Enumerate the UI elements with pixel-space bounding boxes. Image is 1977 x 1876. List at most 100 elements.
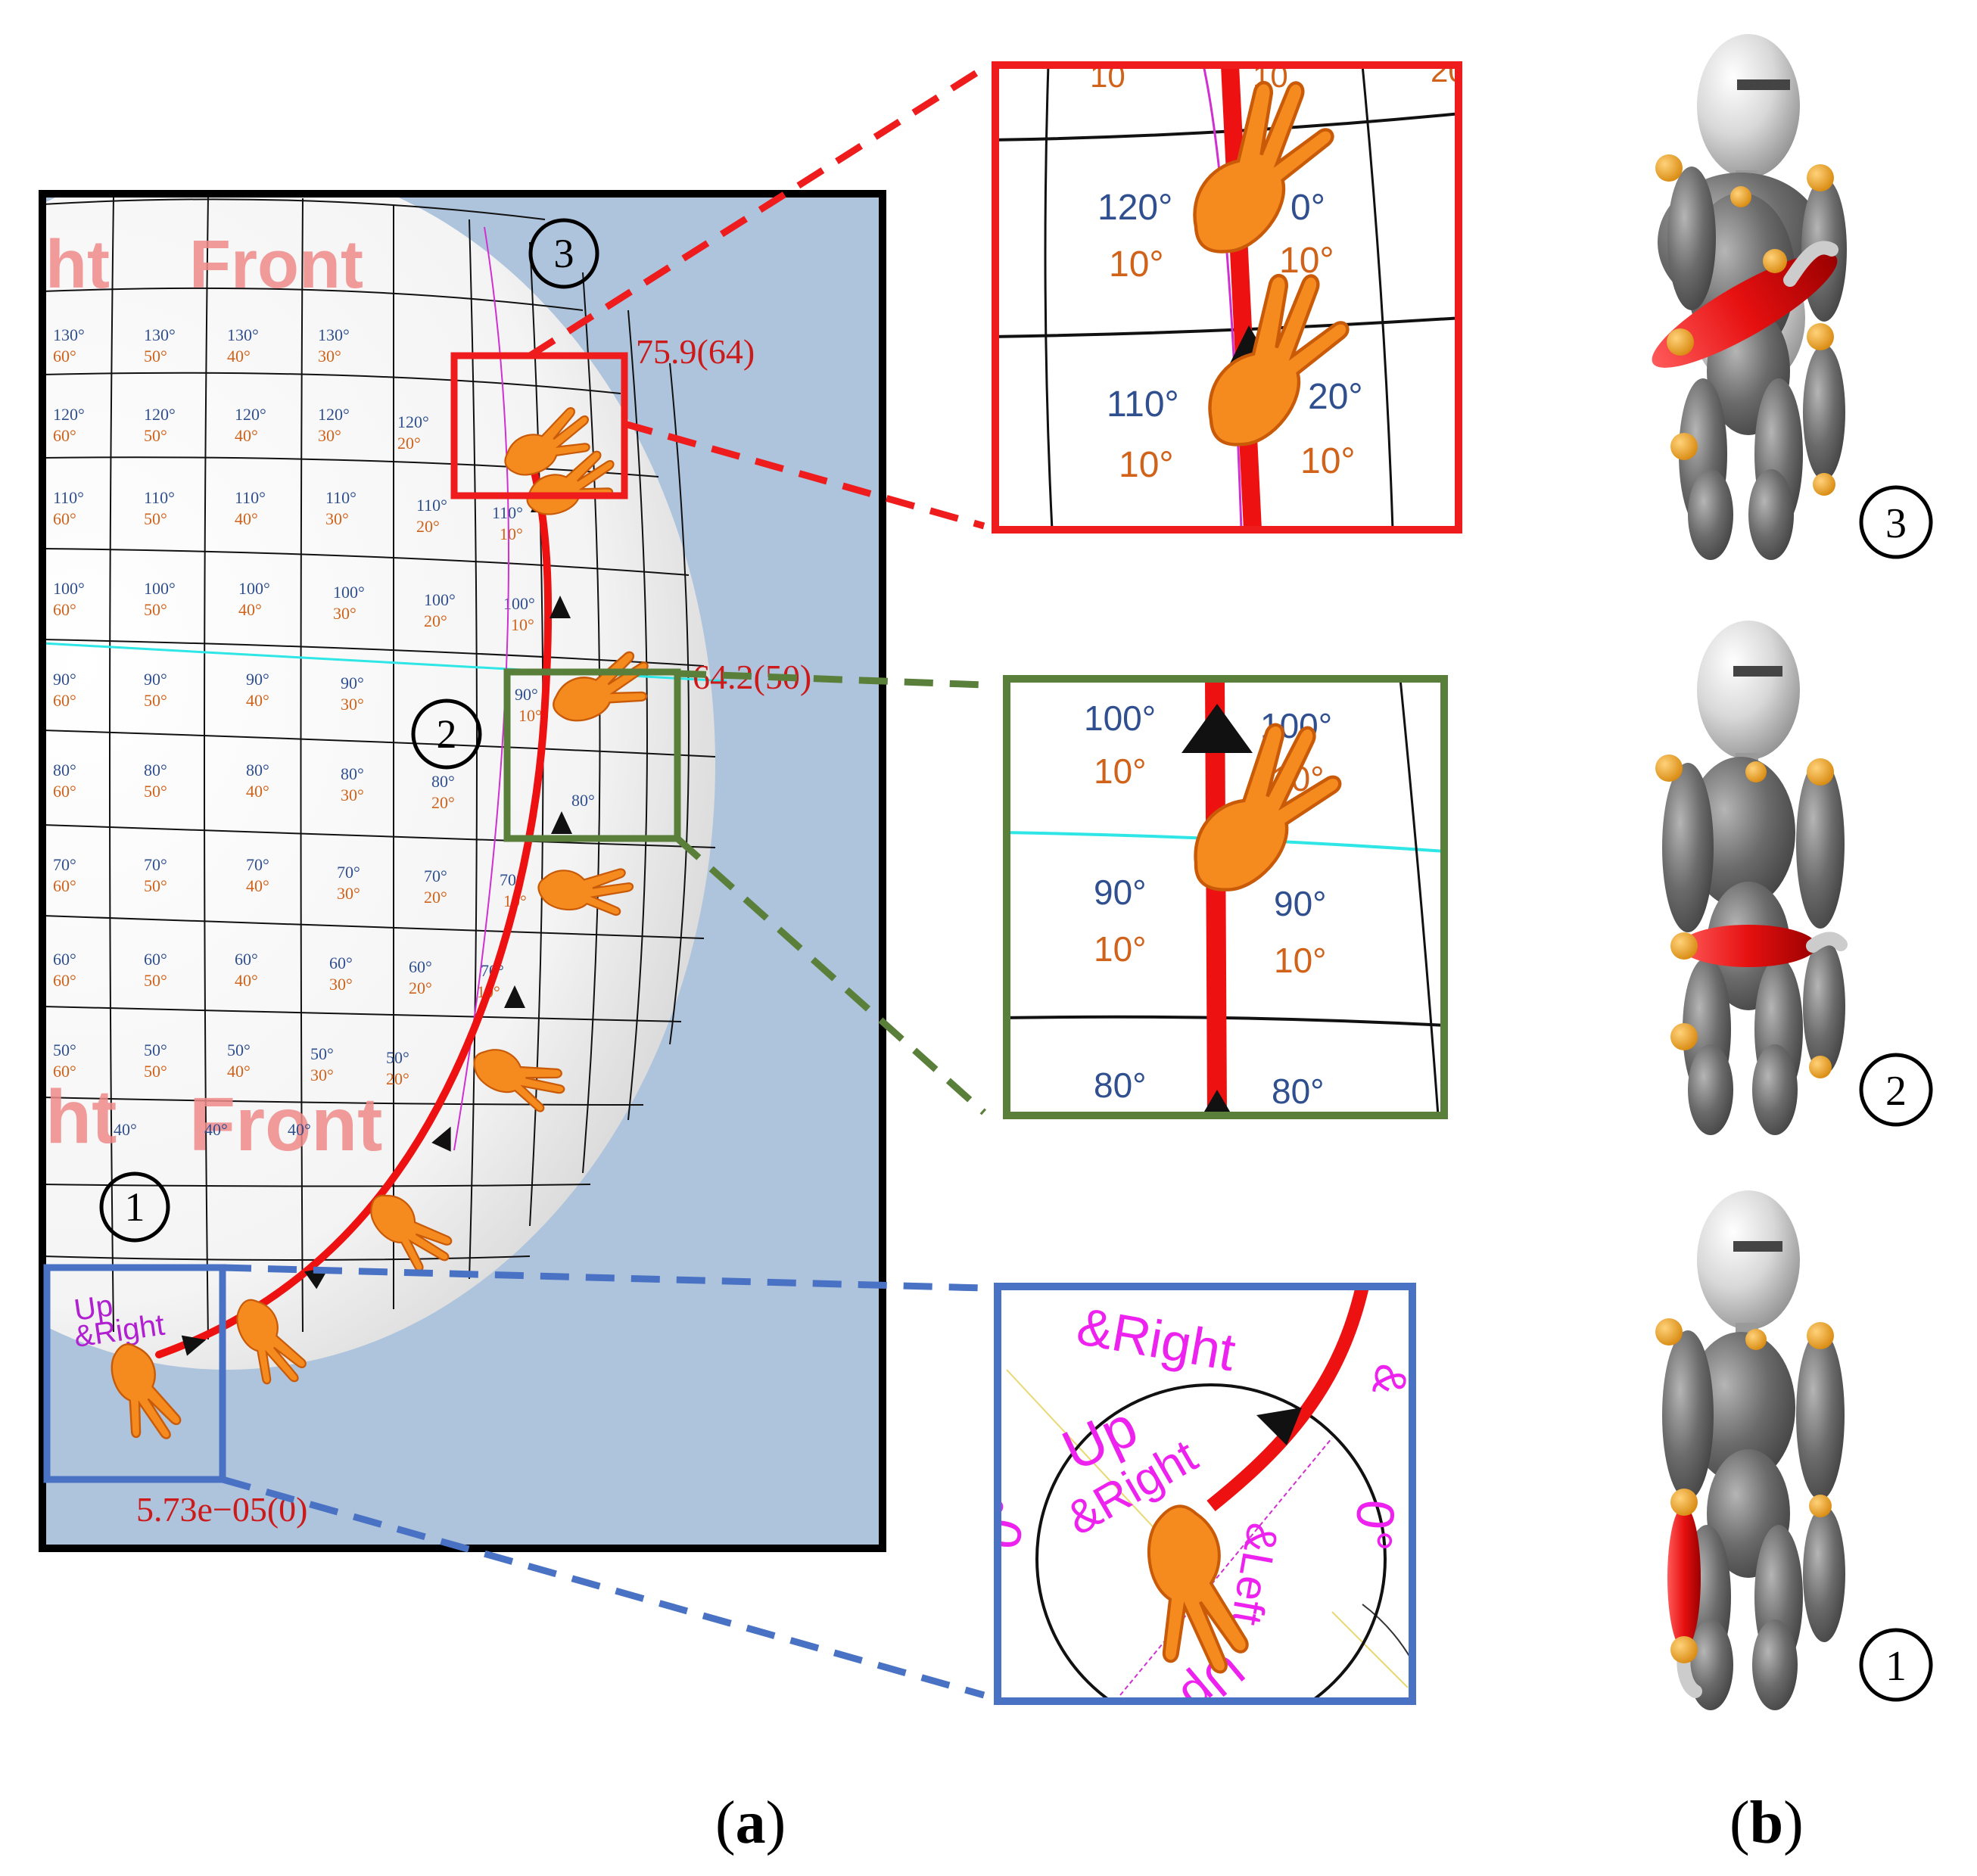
sphere-word-front-top: Front — [189, 227, 363, 303]
svg-text:10°: 10° — [1094, 751, 1147, 791]
svg-text:120°: 120° — [235, 405, 266, 424]
marker-2: 2 — [411, 698, 482, 770]
svg-text:40°: 40° — [235, 971, 258, 990]
svg-text:60°: 60° — [329, 954, 353, 972]
red-label-110: 110° — [1107, 384, 1179, 425]
svg-text:10: 10 — [1090, 58, 1125, 94]
svg-text:20: 20 — [1431, 53, 1466, 89]
svg-text:50°: 50° — [310, 1044, 334, 1063]
pole-label: Up &Right — [72, 1289, 167, 1354]
caption-b: (b) — [1729, 1790, 1804, 1856]
svg-text:0°: 0° — [1290, 188, 1325, 228]
zoom-red: 10 10 20 120° 10° 0° 10° 110° 10° 20° 10… — [992, 53, 1466, 534]
svg-text:60°: 60° — [53, 971, 76, 990]
svg-text:80°: 80° — [246, 761, 269, 779]
svg-text:90°: 90° — [341, 674, 364, 692]
marker-b-3: 3 — [1859, 485, 1933, 559]
svg-text:30°: 30° — [341, 695, 364, 714]
zoom-blue: &Right Up &Right 0° 0° &Left Up & — [971, 1283, 1416, 1705]
sphere-word-right-bottom: ht — [45, 1075, 117, 1159]
svg-text:60°: 60° — [53, 950, 76, 969]
svg-text:110°: 110° — [53, 488, 84, 507]
svg-text:130°: 130° — [53, 325, 85, 344]
svg-text:40°: 40° — [235, 509, 258, 528]
marker-b-1: 1 — [1859, 1628, 1933, 1702]
svg-text:30°: 30° — [318, 347, 341, 366]
svg-text:60°: 60° — [53, 691, 76, 710]
svg-text:50°: 50° — [144, 600, 167, 619]
svg-text:0°: 0° — [971, 1493, 1038, 1553]
svg-text:40°: 40° — [246, 876, 269, 895]
svg-text:20°: 20° — [424, 611, 447, 630]
svg-text:40°: 40° — [246, 782, 269, 801]
svg-text:40°: 40° — [235, 426, 258, 445]
svg-text:60°: 60° — [53, 600, 76, 619]
svg-text:30°: 30° — [310, 1066, 334, 1084]
svg-text:130°: 130° — [227, 325, 259, 344]
svg-text:50°: 50° — [144, 1041, 167, 1059]
svg-text:100°: 100° — [238, 579, 270, 598]
svg-text:100°: 100° — [1084, 698, 1156, 738]
svg-text:120°: 120° — [318, 405, 350, 424]
pole-circle — [1035, 1383, 1387, 1701]
svg-text:10°: 10° — [1274, 941, 1327, 980]
svg-text:90°: 90° — [1274, 884, 1327, 923]
svg-text:70°: 70° — [424, 866, 447, 885]
svg-text:10°: 10° — [1109, 244, 1164, 285]
svg-text:80°: 80° — [53, 761, 76, 779]
svg-text:60°: 60° — [53, 1062, 76, 1081]
svg-text:50°: 50° — [144, 347, 167, 366]
svg-text:1: 1 — [1885, 1643, 1907, 1690]
svg-text:100°: 100° — [53, 579, 85, 598]
svg-text:Up: Up — [72, 1289, 115, 1327]
svg-text:60°: 60° — [235, 950, 258, 969]
svg-text:60°: 60° — [53, 876, 76, 895]
svg-text:80°: 80° — [571, 791, 595, 810]
mannequin-1 — [1655, 1190, 1845, 1710]
svg-text:90°: 90° — [246, 670, 269, 689]
svg-text:80°: 80° — [1272, 1072, 1325, 1111]
svg-text:20°: 20° — [409, 978, 432, 997]
svg-text:130°: 130° — [318, 325, 350, 344]
svg-text:90°: 90° — [515, 685, 538, 704]
svg-text:80°: 80° — [341, 764, 364, 783]
svg-text:30°: 30° — [341, 786, 364, 804]
svg-text:120°: 120° — [397, 412, 429, 431]
svg-text:30°: 30° — [333, 604, 356, 623]
svg-text:60°: 60° — [144, 950, 167, 969]
svg-text:70°: 70° — [53, 855, 76, 874]
svg-text:20°: 20° — [386, 1069, 409, 1088]
svg-text:40°: 40° — [246, 691, 269, 710]
svg-text:80°: 80° — [431, 772, 455, 791]
svg-text:60°: 60° — [53, 509, 76, 528]
annotation-point-3: 75.9(64) — [636, 332, 755, 371]
marker-b-2: 2 — [1859, 1053, 1933, 1127]
svg-text:50°: 50° — [144, 1062, 167, 1081]
svg-text:20°: 20° — [424, 888, 447, 907]
svg-text:110°: 110° — [325, 488, 356, 507]
svg-text:90°: 90° — [1094, 873, 1147, 912]
svg-text:50°: 50° — [144, 782, 167, 801]
svg-text:110°: 110° — [144, 488, 175, 507]
svg-text:10°: 10° — [500, 524, 523, 543]
svg-text:10°: 10° — [518, 706, 542, 725]
svg-text:100°: 100° — [424, 590, 456, 609]
svg-text:20°: 20° — [431, 793, 455, 812]
svg-text:70°: 70° — [337, 863, 360, 882]
svg-text:120°: 120° — [144, 405, 176, 424]
svg-text:50°: 50° — [144, 876, 167, 895]
connectors — [221, 65, 986, 1699]
svg-text:30°: 30° — [329, 975, 353, 994]
svg-text:90°: 90° — [144, 670, 167, 689]
svg-text:110°: 110° — [416, 496, 447, 515]
svg-text:10°: 10° — [1119, 445, 1174, 485]
svg-text:130°: 130° — [144, 325, 176, 344]
svg-text:60°: 60° — [53, 347, 76, 366]
svg-text:40°: 40° — [227, 1062, 251, 1081]
selection-box-blue — [43, 1264, 226, 1483]
svg-text:60°: 60° — [53, 426, 76, 445]
svg-text:110°: 110° — [235, 488, 266, 507]
svg-text:0°: 0° — [1343, 1498, 1406, 1553]
svg-text:40°: 40° — [204, 1120, 228, 1139]
mannequin-2 — [1655, 621, 1848, 1135]
